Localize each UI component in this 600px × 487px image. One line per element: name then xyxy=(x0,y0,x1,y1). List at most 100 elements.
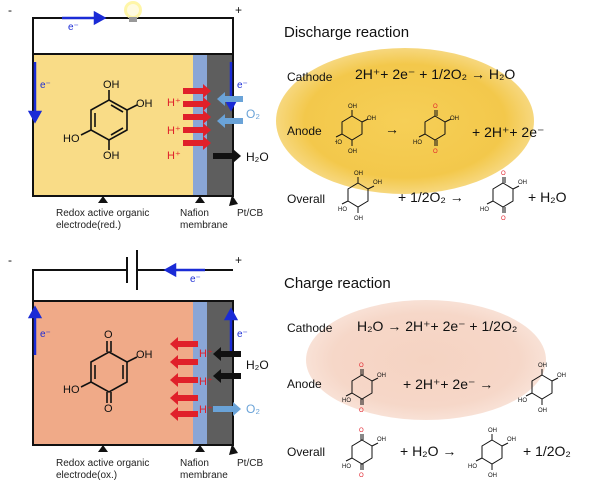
charge-overall-molecules: O OH O HO OH OH OH HO xyxy=(342,428,516,479)
power-source-icon xyxy=(126,250,138,290)
svg-text:OH: OH xyxy=(377,437,386,443)
svg-text:OH: OH xyxy=(348,149,357,155)
bq-o-bottom: O xyxy=(104,403,113,415)
discharge-oxygen-label: O₂ xyxy=(246,107,260,121)
svg-text:HO: HO xyxy=(518,398,527,404)
hydroquinone-molecule xyxy=(80,90,138,150)
charge-title: Charge reaction xyxy=(284,275,391,292)
svg-text:O: O xyxy=(359,428,364,434)
charge-catalyst-label: Pt/CB xyxy=(237,458,264,469)
charge-anode-molecules: O OH O HO OH OH OH HO xyxy=(342,363,566,414)
discharge-cathode-equation: 2H⁺+ 2e⁻ + 1/2O₂ → H₂O xyxy=(355,66,516,82)
svg-text:O: O xyxy=(359,408,364,414)
charge-electron-right: e⁻ xyxy=(237,329,248,340)
svg-text:O: O xyxy=(359,363,364,369)
charge-electron-left: e⁻ xyxy=(40,329,51,340)
discharge-oxygen-arrows xyxy=(217,92,243,128)
svg-text:OH: OH xyxy=(557,373,566,379)
svg-text:OH: OH xyxy=(488,473,497,479)
charge-cell-diagram xyxy=(27,250,241,455)
svg-text:OH: OH xyxy=(507,437,516,443)
svg-text:HO: HO xyxy=(342,464,351,470)
discharge-overall-end: + H₂O xyxy=(528,189,567,205)
discharge-glow xyxy=(276,48,534,194)
benzoquinone-molecule xyxy=(80,341,138,403)
discharge-electron-right: e⁻ xyxy=(237,80,248,91)
charge-cathode-label: Cathode xyxy=(287,321,333,335)
charge-overall-end: + 1/2O₂ xyxy=(523,443,571,459)
svg-text:OH: OH xyxy=(538,408,547,414)
svg-text:OH: OH xyxy=(354,216,363,222)
charge-electron-arrows xyxy=(27,262,239,355)
discharge-title: Discharge reaction xyxy=(284,24,410,41)
svg-text:O: O xyxy=(433,149,438,155)
discharge-electrolyte xyxy=(33,54,193,196)
discharge-water-arrow xyxy=(213,149,241,163)
charge-oxygen-label: O₂ xyxy=(246,402,260,416)
charge-cathode-equation: H₂O → 2H⁺+ 2e⁻ + 1/2O₂ xyxy=(357,318,518,334)
svg-text:HO: HO xyxy=(480,207,489,213)
charge-electrolyte xyxy=(33,301,193,445)
svg-text:OH: OH xyxy=(488,428,497,434)
svg-text:O: O xyxy=(501,171,506,177)
discharge-proton-arrows xyxy=(183,84,211,150)
charge-proton-2: H⁺ xyxy=(199,376,213,388)
svg-text:OH: OH xyxy=(377,373,386,379)
svg-text:OH: OH xyxy=(518,180,527,186)
svg-text:→: → xyxy=(385,121,399,137)
discharge-water-label: H₂O xyxy=(246,150,269,164)
discharge-overall-molecules: OH OH OH HO O OH O HO xyxy=(338,171,527,222)
svg-text:OH: OH xyxy=(367,116,376,122)
svg-text:OH: OH xyxy=(450,116,459,122)
discharge-anode-molecules: → OH OH OH HO O OH O HO xyxy=(335,104,459,155)
charge-overall-mid: + H₂O → xyxy=(400,443,457,459)
charge-neg-terminal: - xyxy=(8,253,12,267)
charge-electrode-label: Redox active organic electrode(ox.) xyxy=(56,458,150,481)
svg-text:HO: HO xyxy=(413,140,422,146)
svg-text:O: O xyxy=(359,473,364,479)
discharge-proton-1: H⁺ xyxy=(167,97,181,109)
bq-ho-left: HO xyxy=(63,384,80,396)
discharge-pointer-arrows xyxy=(98,195,238,206)
svg-text:HO: HO xyxy=(468,464,477,470)
charge-proton-arrows xyxy=(170,337,198,421)
charge-pointer-arrows xyxy=(98,444,238,455)
svg-text:HO: HO xyxy=(335,140,342,146)
charge-water-arrows xyxy=(213,347,241,383)
hq-oh-top: OH xyxy=(103,79,120,91)
charge-wire xyxy=(32,269,127,301)
charge-pos-terminal: + xyxy=(235,253,243,267)
charge-proton-1: H⁺ xyxy=(199,348,213,360)
bulb-icon xyxy=(124,1,142,22)
hq-oh-right: OH xyxy=(136,98,153,110)
discharge-anode-label: Anode xyxy=(287,124,322,138)
discharge-proton-2: H⁺ xyxy=(167,125,181,137)
discharge-electron-left: e⁻ xyxy=(40,80,51,91)
svg-text:OH: OH xyxy=(348,104,357,110)
svg-text:O: O xyxy=(433,104,438,110)
charge-water-label: H₂O xyxy=(246,358,269,372)
discharge-panel: - + e⁻ e⁻ e⁻ H⁺ H⁺ H⁺ O₂ H₂O OH OH OH HO… xyxy=(0,0,600,240)
svg-text:O: O xyxy=(501,216,506,222)
discharge-anode-products: + 2H⁺+ 2e⁻ xyxy=(472,124,545,140)
hq-ho-left: HO xyxy=(63,133,80,145)
discharge-pos-terminal: + xyxy=(235,3,243,17)
bq-oh-right: OH xyxy=(136,349,153,361)
svg-text:OH: OH xyxy=(538,363,547,369)
charge-panel: - + e⁻ e⁻ e⁻ H⁺ H⁺ H⁺ H₂O O₂ O OH O HO R… xyxy=(0,245,600,487)
svg-text:HO: HO xyxy=(342,398,351,404)
discharge-cell-diagram xyxy=(27,1,243,206)
bq-o-top: O xyxy=(104,329,113,341)
svg-text:OH: OH xyxy=(354,171,363,177)
charge-membrane xyxy=(193,301,207,445)
discharge-catalyst-label: Pt/CB xyxy=(237,208,264,219)
hq-oh-bottom: OH xyxy=(103,150,120,162)
svg-text:OH: OH xyxy=(373,180,382,186)
charge-overall-label: Overall xyxy=(287,445,326,459)
discharge-electrode-label: Redox active organic electrode(red.) xyxy=(56,208,150,231)
charge-electron-top: e⁻ xyxy=(190,274,201,285)
discharge-membrane-label: Nafion membrane xyxy=(180,208,228,231)
svg-text:HO: HO xyxy=(338,207,347,213)
discharge-electron-top: e⁻ xyxy=(68,22,79,33)
discharge-cathode-label: Cathode xyxy=(287,70,333,84)
